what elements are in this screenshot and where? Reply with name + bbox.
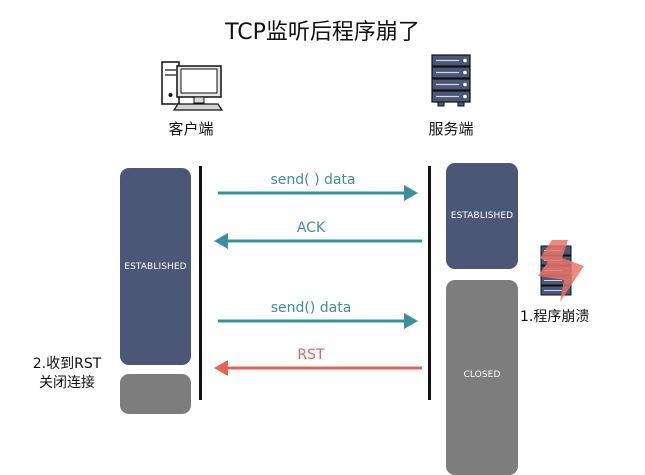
client-state-closed: [120, 374, 191, 414]
server-rack-icon: [431, 54, 471, 107]
server-timeline: [428, 166, 431, 400]
client-timeline: [199, 166, 202, 400]
server-label: 服务端: [428, 120, 474, 138]
server-state-closed: CLOSED: [446, 280, 518, 475]
arrow-send-data-2: [218, 313, 418, 329]
diagram-title: TCP监听后程序崩了: [225, 20, 420, 45]
arrow-send-data-1: [218, 185, 418, 201]
server-state-closed-label: CLOSED: [463, 370, 501, 380]
message-send-data-2: send() data: [270, 300, 352, 316]
desktop-computer-icon: [161, 61, 224, 111]
client-label: 客户端: [168, 120, 214, 138]
note-rst-received: 2.收到RST 关闭连接: [22, 355, 112, 393]
note-program-crash: 1.程序崩溃: [520, 309, 590, 325]
diagram-graphics: [161, 54, 584, 376]
note-rst-line1: 2.收到RST: [32, 356, 102, 372]
lightning-icon: [538, 240, 584, 302]
message-send-data-1: send( ) data: [270, 172, 356, 188]
server-state-established: ESTABLISHED: [446, 163, 518, 269]
arrow-ack: [214, 233, 422, 249]
client-state-established: ESTABLISHED: [120, 168, 191, 365]
note-rst-line2: 关闭连接: [39, 375, 95, 391]
message-ack: ACK: [296, 220, 326, 236]
arrow-rst: [214, 360, 422, 376]
message-rst: RST: [297, 347, 325, 363]
crashed-server-icon: [538, 240, 584, 302]
